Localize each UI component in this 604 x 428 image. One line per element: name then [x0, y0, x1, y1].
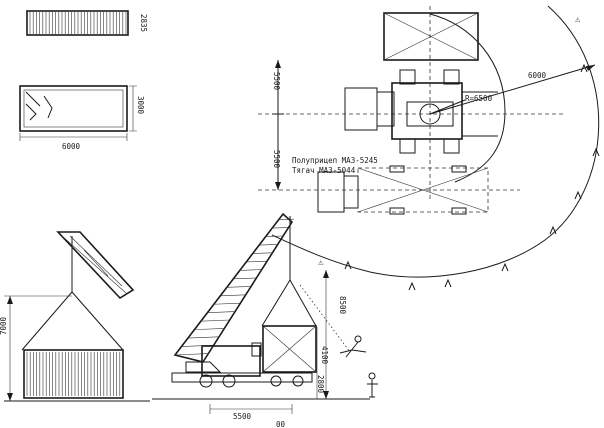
plan-view: R=6500 6000 5500 5500 Полуприцеп МАЗ-524…: [258, 5, 600, 291]
arc-tick-mark: [408, 281, 416, 291]
boom-lattice-brace: [187, 336, 220, 339]
danger-marker-top-right: ⚠: [575, 15, 581, 25]
arc-tick-mark: [574, 190, 582, 200]
boom-lattice-brace: [246, 260, 268, 263]
container-elevation: 2835: [26, 10, 148, 36]
reach-label: 6000: [528, 71, 547, 80]
container-plan: 6000 3000: [19, 85, 145, 151]
danger-marker-mid: ⚠: [318, 258, 324, 268]
left-height-label: 7000: [0, 316, 8, 335]
side-elevation: 5500 8500 4100 2800 00: [152, 212, 378, 428]
vehicle-label-tractor: Тягач МАЗ-5044: [292, 166, 356, 175]
radius-label: R=6500: [465, 94, 493, 103]
side-dim-4100: 4100: [320, 346, 329, 365]
container-plan-width: 6000: [62, 142, 81, 151]
left-elevation: 7000: [0, 231, 150, 402]
plan-dim-lower: 5500: [272, 150, 281, 169]
bottom-mark: 00: [276, 420, 286, 428]
boom-lattice-brace: [207, 311, 236, 313]
slew-radius-arc: [429, 13, 506, 183]
plan-dim-upper: 5500: [272, 72, 281, 91]
boom-lattice-brace: [265, 235, 284, 237]
arc-tick-mark: [580, 63, 588, 73]
side-dim-2800: 2800: [316, 375, 325, 394]
boom-lattice-brace: [200, 319, 230, 322]
arc-tick-mark: [501, 262, 509, 272]
boom-lattice-brace: [194, 328, 225, 330]
boom-lattice-brace: [259, 244, 278, 246]
boom-lattice-brace: [213, 302, 241, 305]
container-elevation-height: 2835: [139, 14, 148, 32]
arc-tick-mark: [549, 225, 557, 235]
boom-lattice-brace: [174, 353, 209, 356]
vehicle-label-semitrailer: Полуприцеп МАЗ-5245: [292, 156, 378, 165]
side-height-label: 8500: [338, 296, 347, 315]
boom-lattice-brace: [239, 269, 262, 271]
boom-lattice-brace: [220, 294, 246, 297]
arc-tick-mark: [344, 260, 352, 270]
boom-lattice-brace: [252, 252, 273, 254]
working-radius-arc: [271, 5, 600, 278]
boom-lattice-brace: [272, 227, 289, 229]
base-dim-label: 5500: [233, 412, 252, 421]
signalman-lower: [367, 372, 378, 398]
arc-tick-mark: [444, 278, 452, 288]
container-plan-height: 3000: [136, 96, 145, 115]
arc-tick-mark: [592, 147, 600, 157]
boom-lattice-brace: [233, 277, 257, 280]
signalman-upper: [339, 335, 367, 358]
boom-lattice-brace: [226, 286, 252, 288]
